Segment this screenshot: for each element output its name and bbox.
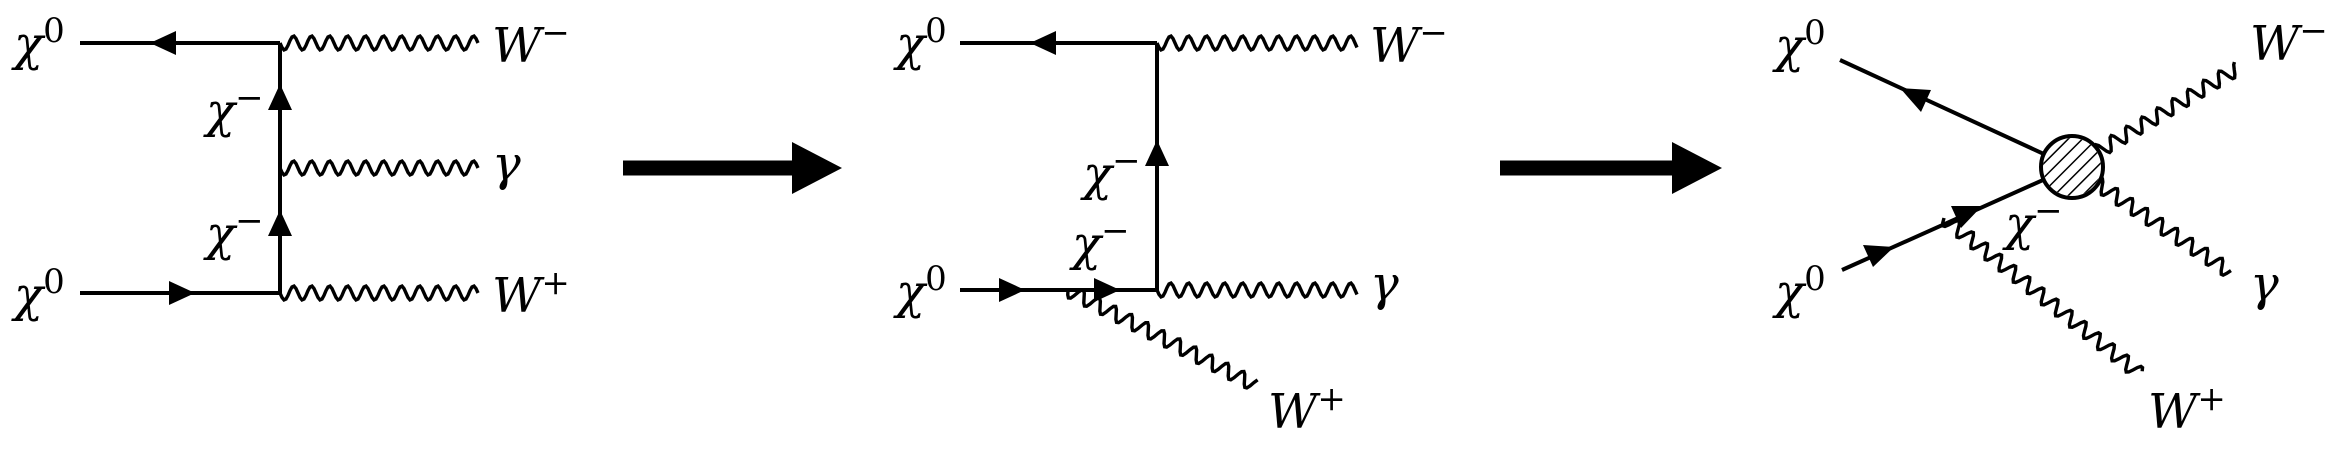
label-chi0-top: χ0 bbox=[11, 11, 65, 72]
label-w-minus: W− bbox=[1370, 13, 1448, 74]
label-chi0-bottom: χ0 bbox=[893, 259, 947, 320]
boson-w-minus bbox=[278, 34, 480, 52]
arrowhead-top-left bbox=[1030, 31, 1056, 55]
transition-arrow-1 bbox=[623, 142, 842, 194]
label-w-plus: W+ bbox=[492, 263, 570, 324]
effective-vertex-hatch bbox=[2043, 138, 2101, 196]
label-w-minus: W− bbox=[492, 13, 570, 74]
diagram-emission: χ0 χ0 χ− χ− W− γ W+ bbox=[893, 11, 1448, 440]
arrowhead-propagator bbox=[1145, 140, 1169, 166]
arrowhead-upper-propagator bbox=[268, 84, 292, 110]
arrowhead-lower-propagator bbox=[268, 210, 292, 236]
arrowhead-bottom-right-2 bbox=[1094, 278, 1120, 302]
transition-arrow-head bbox=[1672, 142, 1722, 194]
boson-w-plus bbox=[1941, 217, 2145, 374]
label-chi-minus: χ− bbox=[2002, 191, 2063, 252]
arrowhead-top bbox=[1900, 88, 1931, 112]
label-chi0-top: χ0 bbox=[893, 11, 947, 72]
label-chi-minus-lower: χ− bbox=[1069, 211, 1130, 272]
label-chi-minus-upper: χ− bbox=[203, 78, 264, 139]
arrowhead-top-left bbox=[150, 31, 176, 55]
label-chi0-bottom: χ0 bbox=[11, 262, 65, 323]
boson-gamma bbox=[278, 159, 480, 177]
label-chi0-top: χ0 bbox=[1772, 13, 1826, 74]
transition-arrow-head bbox=[792, 142, 842, 194]
label-chi-minus-upper: χ− bbox=[1080, 141, 1141, 202]
boson-gamma bbox=[1155, 281, 1359, 299]
label-chi0-bottom: χ0 bbox=[1772, 259, 1826, 320]
transition-arrow-2 bbox=[1500, 142, 1722, 194]
label-gamma: γ bbox=[492, 136, 521, 192]
label-gamma: γ bbox=[1370, 256, 1399, 312]
label-w-minus: W− bbox=[2250, 11, 2328, 72]
arrowhead-bottom-right-1 bbox=[999, 278, 1025, 302]
label-gamma: γ bbox=[2250, 256, 2279, 312]
boson-w-plus bbox=[1066, 288, 1259, 390]
boson-w-plus bbox=[278, 284, 480, 302]
label-w-plus: W+ bbox=[1268, 379, 1346, 440]
arrowhead-bottom-right bbox=[169, 281, 195, 305]
fermion-line-top bbox=[1839, 58, 2073, 169]
arrowhead-bottom-1 bbox=[1863, 245, 1894, 267]
label-w-plus: W+ bbox=[2148, 379, 2226, 440]
diagram-box: χ0 χ0 χ− χ− W− γ W+ bbox=[11, 11, 570, 324]
diagram-effective-vertex: χ0 χ0 χ− W− γ W+ bbox=[1772, 11, 2328, 440]
label-chi-minus-lower: χ− bbox=[203, 201, 264, 262]
boson-w-minus bbox=[1155, 34, 1359, 52]
